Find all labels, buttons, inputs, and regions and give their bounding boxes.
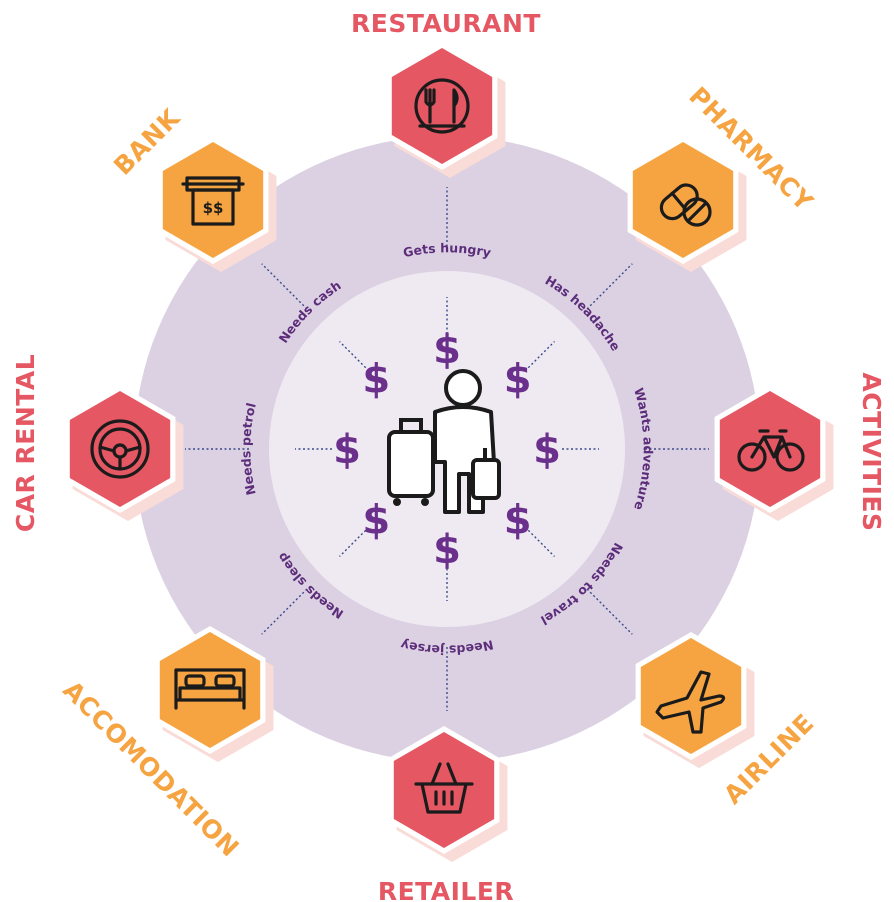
connector-line <box>339 529 367 557</box>
hex-badge <box>632 142 734 258</box>
dollar-sign: $ <box>433 527 461 573</box>
bicycle-icon <box>737 429 805 472</box>
hex-badge <box>393 732 495 848</box>
hex-badge <box>162 142 264 258</box>
steering-wheel-icon <box>90 419 150 479</box>
node-car-rental: CAR RENTAL <box>11 354 184 532</box>
node-label-car-rental: CAR RENTAL <box>11 354 40 532</box>
need-label-restaurant: Gets hungry <box>402 240 493 260</box>
need-label-retailer: Needs jersey <box>399 637 495 658</box>
connector-line <box>586 588 633 635</box>
connector-line <box>339 341 367 369</box>
node-pharmacy: PHARMACY <box>627 81 819 272</box>
node-label-retailer: RETAILER <box>378 877 514 902</box>
dollar-sign: $ <box>533 427 561 473</box>
node-accomodation: ACCOMODATION <box>57 626 274 863</box>
node-activities: ACTIVITIES <box>714 372 886 532</box>
atm-cash-label: $$ <box>203 199 224 217</box>
node-bank: $$BANK <box>108 102 277 272</box>
pills-icon <box>659 183 712 227</box>
dining-icon <box>414 78 470 134</box>
connector-line <box>527 341 555 369</box>
dollar-sign: $ <box>362 356 390 402</box>
traveller-with-luggage-icon <box>387 369 501 514</box>
hex-badge <box>391 48 493 164</box>
bed-icon <box>174 668 246 710</box>
atm-icon: $$ <box>181 176 245 226</box>
node-label-activities: ACTIVITIES <box>857 372 886 531</box>
dollar-sign: $ <box>362 498 390 544</box>
node-retailer: RETAILER <box>378 726 514 902</box>
hex-badge <box>69 391 171 507</box>
connector-line <box>261 588 308 635</box>
connector-line <box>261 263 308 310</box>
connector-line <box>586 263 633 310</box>
dollar-sign: $ <box>433 327 461 373</box>
airplane-icon <box>655 670 726 734</box>
node-restaurant: RESTAURANT <box>351 9 541 178</box>
shopping-basket-icon <box>414 762 474 814</box>
node-label-restaurant: RESTAURANT <box>351 9 541 38</box>
hex-badge <box>640 638 742 754</box>
dollar-sign: $ <box>504 498 532 544</box>
need-label-car-rental: Needs petrol <box>238 401 258 496</box>
dollar-sign: $ <box>504 356 532 402</box>
connector-line <box>527 529 555 557</box>
hex-badge <box>159 632 261 748</box>
node-airline: AIRLINE <box>635 632 820 810</box>
dollar-sign: $ <box>333 427 361 473</box>
